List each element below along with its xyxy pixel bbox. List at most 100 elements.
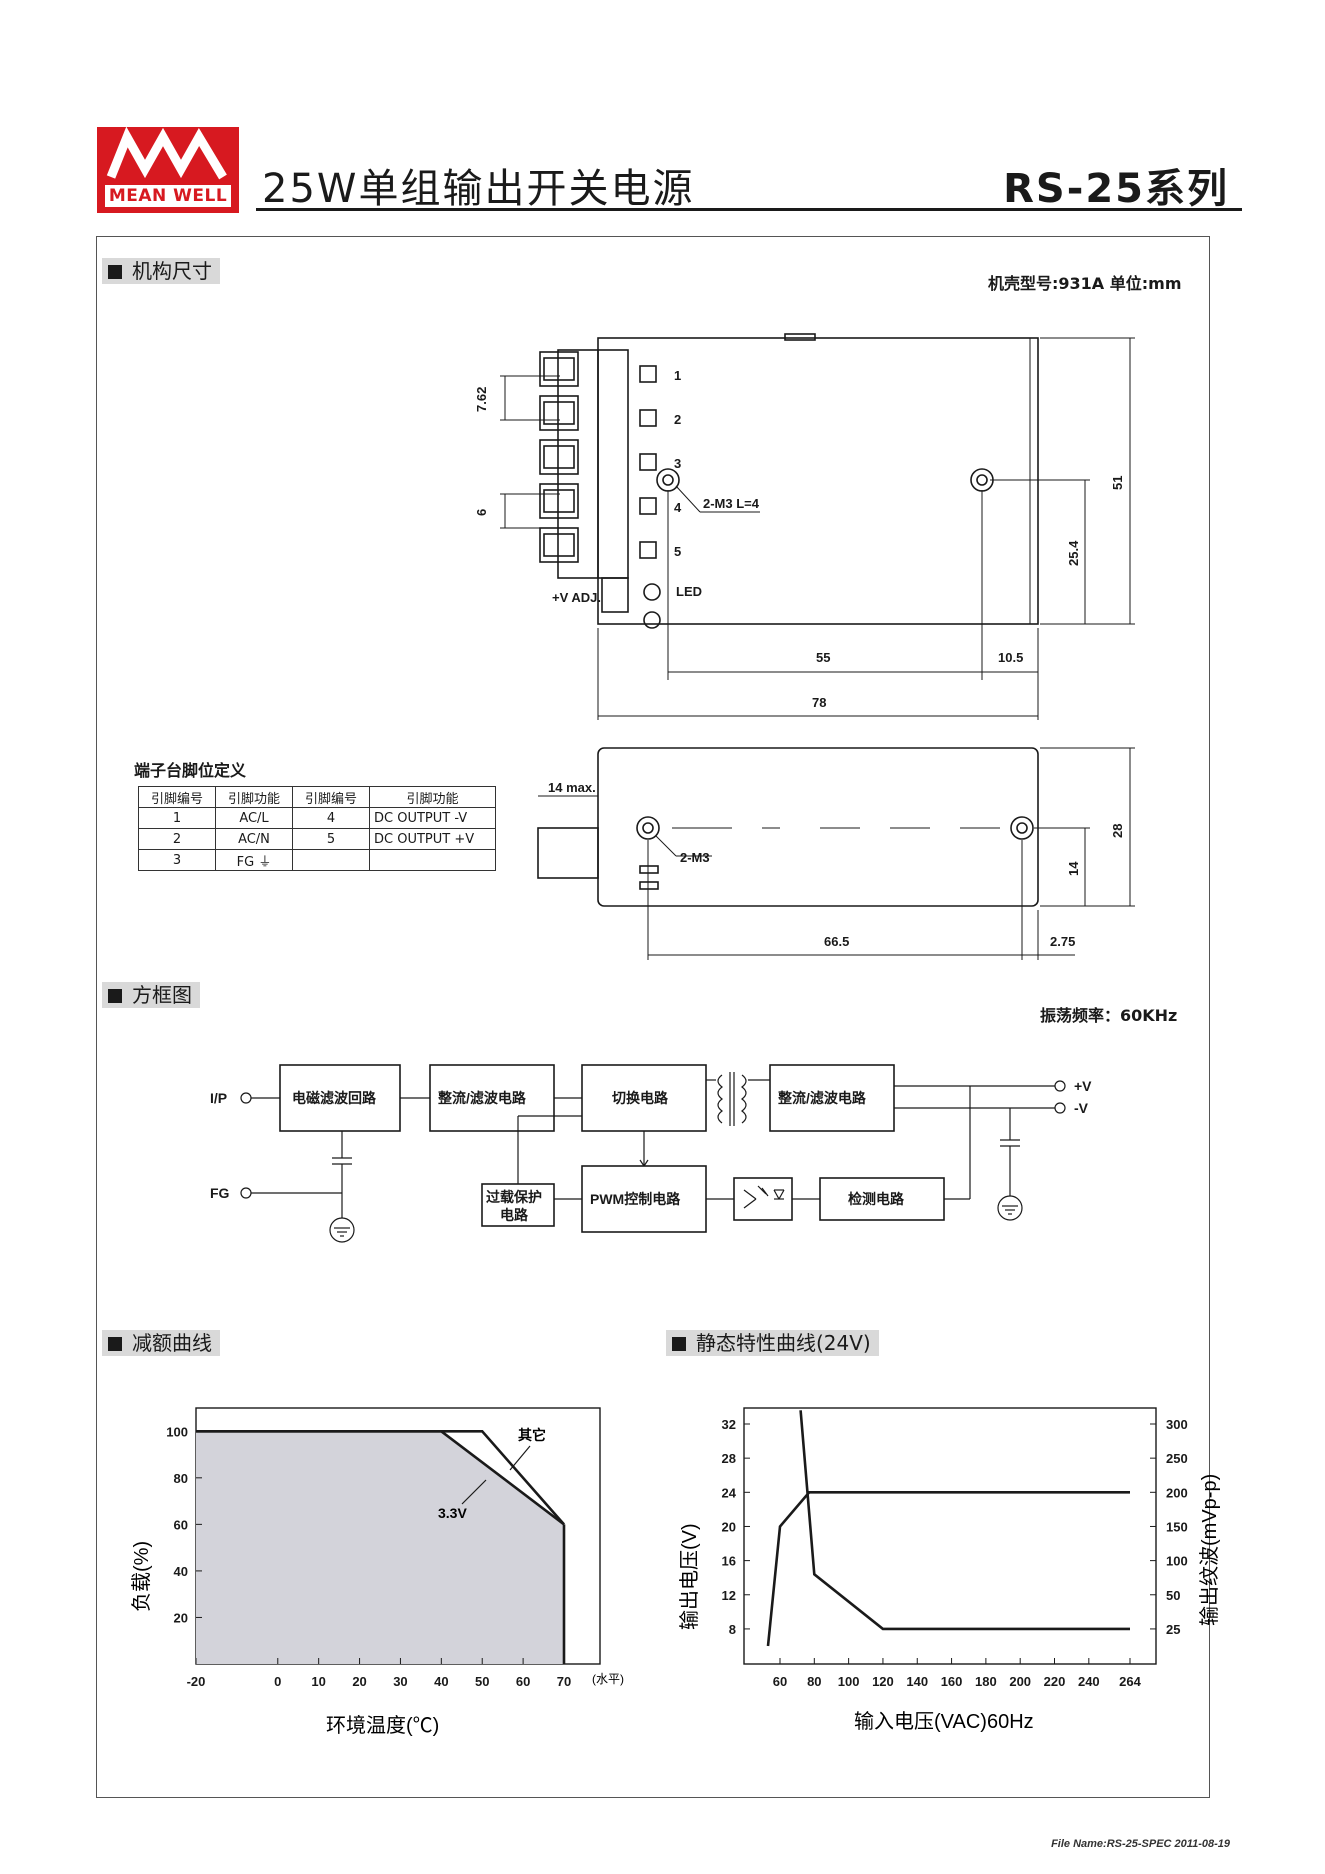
ip-label: I/P xyxy=(210,1090,227,1106)
page-title: 25W单组输出开关电源 xyxy=(262,166,695,212)
square-bullet-icon xyxy=(108,1337,122,1351)
section-static-heading: 静态特性曲线(24V) xyxy=(666,1330,879,1356)
emi-filter-label: 电磁滤波回路 xyxy=(292,1090,377,1106)
dim-78: 78 xyxy=(812,695,826,710)
pin-label: 3 xyxy=(674,456,681,471)
y-tick-label: 80 xyxy=(174,1471,188,1486)
series-line-voltage xyxy=(766,1491,1130,1647)
x-tick-label: 180 xyxy=(975,1674,997,1689)
x-tick-label: 200 xyxy=(1009,1674,1031,1689)
y-left-tick-label: 16 xyxy=(722,1554,736,1569)
max14-label: 14 max. xyxy=(548,780,596,795)
dim-10-5: 10.5 xyxy=(998,650,1023,665)
table-row: 3 FG ⏚ xyxy=(138,849,496,871)
dim-25-4: 25.4 xyxy=(1066,540,1081,566)
y-right-tick-label: 300 xyxy=(1166,1417,1188,1432)
x-tick-label: 30 xyxy=(393,1674,407,1689)
dim-28: 28 xyxy=(1110,824,1125,838)
y-tick-label: 40 xyxy=(174,1564,188,1579)
dim-66-5: 66.5 xyxy=(824,934,849,949)
chassis-side-view xyxy=(597,747,1039,907)
minus-v-label: -V xyxy=(1074,1100,1089,1116)
side-terminal xyxy=(537,827,599,879)
rectifier-label-1: 整流/滤波电路 xyxy=(437,1090,527,1106)
x-tick-label: 0 xyxy=(274,1674,281,1689)
x-tick-label: 220 xyxy=(1044,1674,1066,1689)
switch-label: 切换电路 xyxy=(612,1090,669,1106)
legend-other: 其它 xyxy=(518,1427,546,1443)
x-tick-label: 60 xyxy=(773,1674,787,1689)
rectifier-box-2 xyxy=(769,1064,895,1132)
pin-label: 2 xyxy=(674,412,681,427)
led-indicator xyxy=(643,583,661,601)
pwm-label: PWM控制电路 xyxy=(590,1191,681,1207)
x-tick-label: 10 xyxy=(311,1674,325,1689)
block-diagram: I/P FG +V -V 电磁滤波回路 整流/滤波电路 切换电路 整流/滤波电路… xyxy=(210,1064,1092,1243)
y-right-tick-label: 50 xyxy=(1166,1588,1180,1603)
ocp-label-2: 电路 xyxy=(500,1207,529,1223)
dim-2-75: 2.75 xyxy=(1050,934,1075,949)
pin-table-header: 引脚编号 引脚功能 引脚编号 引脚功能 xyxy=(138,786,496,808)
series-title: RS-25系列 xyxy=(1003,166,1229,212)
ocp-label-1: 过载保护 xyxy=(486,1189,542,1205)
x-tick-label: -20 xyxy=(187,1674,206,1689)
x-unit-label: (水平) xyxy=(592,1672,624,1686)
y-left-tick-label: 8 xyxy=(729,1622,736,1637)
terminal-screws xyxy=(539,351,579,563)
logo-wordmark: MEAN WELL xyxy=(105,185,231,207)
freq-note: 振荡频率：60KHz xyxy=(1040,1006,1178,1025)
dim-6: 6 xyxy=(474,509,489,516)
x-tick-label: 100 xyxy=(838,1674,860,1689)
derating-area xyxy=(196,1431,564,1664)
y-tick-label: 100 xyxy=(166,1424,188,1439)
square-bullet-icon xyxy=(108,989,122,1003)
plus-v-label: +V xyxy=(1074,1078,1092,1094)
content-frame xyxy=(96,236,1210,1798)
y-right-tick-label: 150 xyxy=(1166,1519,1188,1534)
x-tick-label: 70 xyxy=(557,1674,571,1689)
dim-51: 51 xyxy=(1110,476,1125,490)
x-tick-label: 160 xyxy=(941,1674,963,1689)
file-footer: File Name:RS-25-SPEC 2011-08-19 xyxy=(1051,1838,1230,1850)
static-plot-frame xyxy=(743,1407,1157,1665)
x-tick-label: 120 xyxy=(872,1674,894,1689)
y-left-tick-label: 28 xyxy=(722,1451,736,1466)
vadj-label: +V ADJ. xyxy=(552,590,601,605)
x-tick-label: 40 xyxy=(434,1674,448,1689)
y-right-tick-label: 25 xyxy=(1166,1622,1180,1637)
static-ylabel-right: 输出纹波(mVp-p) xyxy=(1198,1474,1221,1626)
square-bullet-icon xyxy=(108,265,122,279)
static-xlabel: 输入电压(VAC)60Hz xyxy=(854,1710,1034,1733)
case-note: 机壳型号:931A 单位:mm xyxy=(988,274,1182,293)
y-tick-label: 60 xyxy=(174,1517,188,1532)
pin-label: 1 xyxy=(674,368,681,383)
terminal-block xyxy=(557,349,629,579)
x-tick-label: 60 xyxy=(516,1674,530,1689)
mean-well-logo: MEAN WELL xyxy=(97,126,239,213)
series-line-ripple xyxy=(799,1410,1130,1631)
dim-14: 14 xyxy=(1066,861,1081,876)
pin-table: 引脚编号 引脚功能 引脚编号 引脚功能 1 AC/L 4 DC OUTPUT -… xyxy=(138,786,496,871)
section-mech-heading: 机构尺寸 xyxy=(102,258,220,284)
mech-drawing: 1 2 3 4 5 2-M3 L=4 +V ADJ. LED 2-M3 14 m… xyxy=(474,333,1135,960)
x-tick-label: 80 xyxy=(807,1674,821,1689)
header-rule xyxy=(256,208,1242,211)
y-left-tick-label: 32 xyxy=(722,1417,736,1432)
vadj-pot xyxy=(601,577,629,613)
pin-label: 5 xyxy=(674,544,681,559)
y-left-tick-label: 20 xyxy=(722,1519,736,1534)
fg-label: FG xyxy=(210,1185,230,1201)
pin-label: 4 xyxy=(674,500,682,515)
y-left-tick-label: 12 xyxy=(722,1588,736,1603)
x-tick-label: 140 xyxy=(906,1674,928,1689)
x-tick-label: 264 xyxy=(1119,1674,1141,1689)
mount-bottom-label: 2-M3 xyxy=(680,850,710,865)
square-bullet-icon xyxy=(672,1337,686,1351)
mw-logo-icon xyxy=(106,126,227,180)
dim-7-62: 7.62 xyxy=(474,387,489,412)
pin-table-title: 端子台脚位定义 xyxy=(134,761,247,780)
section-block-heading: 方框图 xyxy=(102,982,200,1008)
y-right-tick-label: 100 xyxy=(1166,1554,1188,1569)
x-tick-label: 240 xyxy=(1078,1674,1100,1689)
